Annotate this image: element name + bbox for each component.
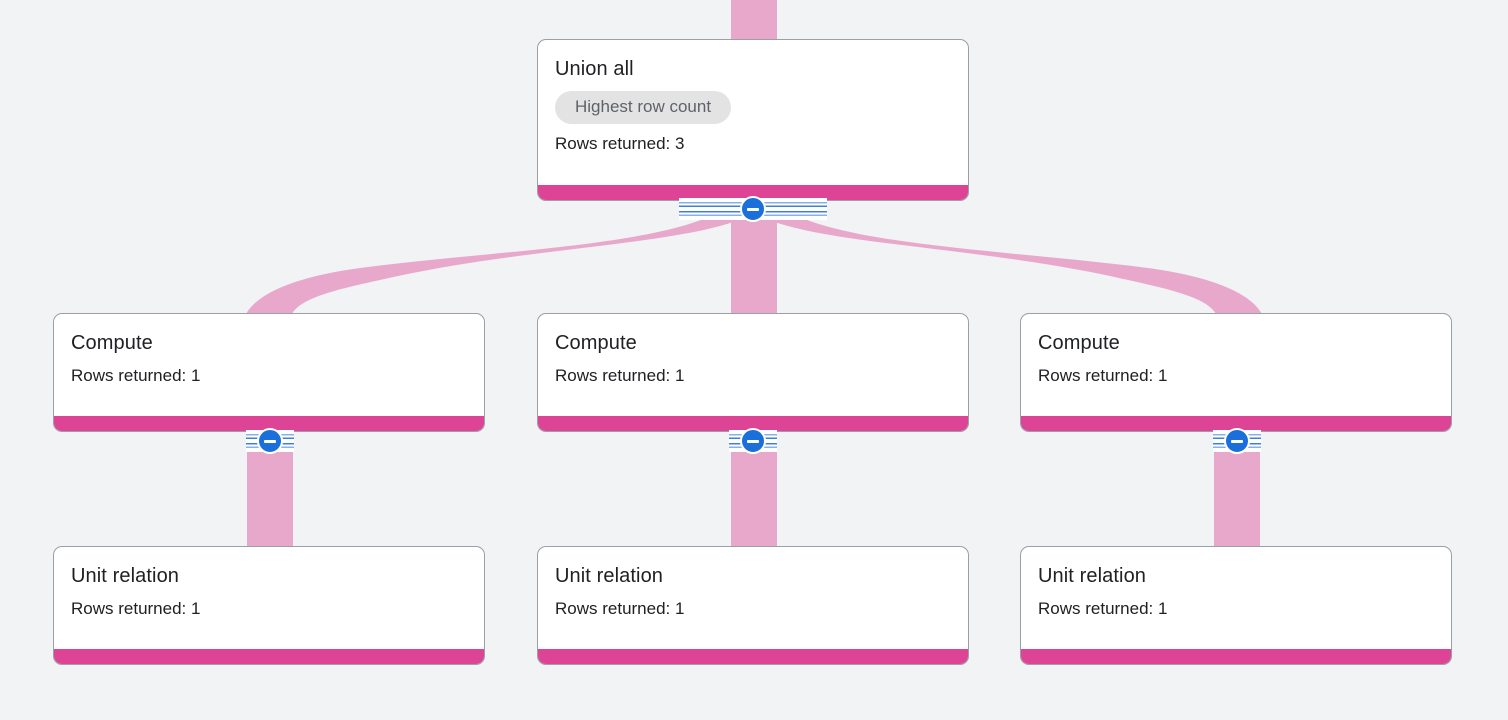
node-union-all[interactable]: Union all Highest row count Rows returne… bbox=[537, 39, 969, 201]
node-accent-bar bbox=[54, 416, 484, 431]
collapse-toggle-compute-right[interactable] bbox=[1224, 428, 1250, 454]
node-title: Unit relation bbox=[555, 565, 664, 587]
node-rows-returned: Rows returned: 1 bbox=[555, 599, 685, 618]
node-rows-returned: Rows returned: 1 bbox=[71, 599, 201, 618]
node-unit-relation-center[interactable]: Unit relation Rows returned: 1 bbox=[537, 546, 969, 665]
node-accent-bar bbox=[1021, 649, 1451, 664]
node-title: Compute bbox=[1038, 332, 1120, 354]
node-accent-bar bbox=[538, 649, 968, 664]
node-body: Unit relation Rows returned: 1 bbox=[54, 547, 484, 649]
node-body: Unit relation Rows returned: 1 bbox=[538, 547, 968, 649]
edge-compute-left-to-unit-left bbox=[247, 443, 293, 547]
node-title: Compute bbox=[71, 332, 153, 354]
node-title: Unit relation bbox=[71, 565, 180, 587]
edge-union-to-compute-left bbox=[246, 210, 748, 314]
node-body: Unit relation Rows returned: 1 bbox=[1021, 547, 1451, 649]
node-title: Union all bbox=[555, 58, 634, 80]
edge-union-to-compute-center bbox=[731, 210, 777, 314]
node-body: Compute Rows returned: 1 bbox=[1021, 314, 1451, 416]
node-accent-bar bbox=[538, 185, 968, 200]
node-accent-bar bbox=[54, 649, 484, 664]
node-body: Compute Rows returned: 1 bbox=[538, 314, 968, 416]
edge-compute-right-to-unit-right bbox=[1214, 443, 1260, 547]
node-rows-returned: Rows returned: 1 bbox=[71, 366, 201, 385]
node-accent-bar bbox=[1021, 416, 1451, 431]
node-rows-returned: Rows returned: 3 bbox=[555, 134, 685, 153]
collapse-toggle-union-all[interactable] bbox=[740, 196, 766, 222]
node-unit-relation-left[interactable]: Unit relation Rows returned: 1 bbox=[53, 546, 485, 665]
node-badge-highest-row-count: Highest row count bbox=[555, 91, 732, 124]
node-rows-returned: Rows returned: 1 bbox=[1038, 366, 1168, 385]
collapse-toggle-compute-center[interactable] bbox=[740, 428, 766, 454]
node-accent-bar bbox=[538, 416, 968, 431]
node-body: Compute Rows returned: 1 bbox=[54, 314, 484, 416]
node-compute-center[interactable]: Compute Rows returned: 1 bbox=[537, 313, 969, 432]
node-rows-returned: Rows returned: 1 bbox=[1038, 599, 1168, 618]
node-compute-left[interactable]: Compute Rows returned: 1 bbox=[53, 313, 485, 432]
node-title: Compute bbox=[555, 332, 637, 354]
node-rows-returned: Rows returned: 1 bbox=[555, 366, 685, 385]
edge-top-stub bbox=[731, 0, 777, 40]
edge-compute-center-to-unit-center bbox=[731, 443, 777, 547]
node-title: Unit relation bbox=[1038, 565, 1147, 587]
collapse-toggle-compute-left[interactable] bbox=[257, 428, 283, 454]
edge-union-to-compute-right bbox=[760, 210, 1262, 314]
node-compute-right[interactable]: Compute Rows returned: 1 bbox=[1020, 313, 1452, 432]
node-body: Union all Highest row count Rows returne… bbox=[538, 40, 968, 185]
node-unit-relation-right[interactable]: Unit relation Rows returned: 1 bbox=[1020, 546, 1452, 665]
